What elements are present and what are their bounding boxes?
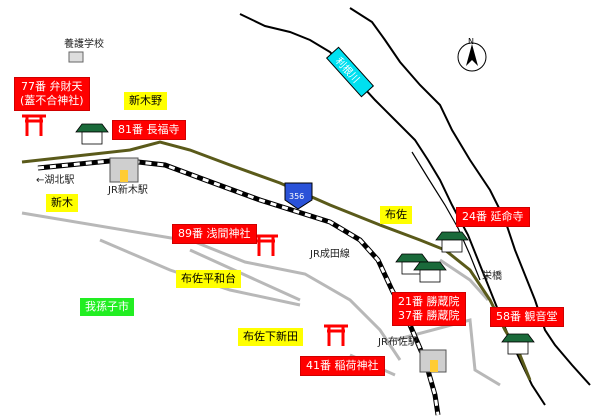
label-abiko-city: 我孫子市 [80, 298, 134, 316]
label-21-37-shozoin: 21番 勝蔵院 37番 勝蔵院 [392, 292, 466, 326]
label-jr-narita-line: JR成田線 [310, 249, 350, 260]
label-jr-araki-station: JR新木駅 [108, 185, 148, 196]
temple-icon-shozoin-1 [395, 253, 429, 275]
route-356-shield [284, 182, 313, 210]
temple-icon-enmeiji [435, 231, 469, 253]
label-fusaheiwadai: 布佐平和台 [176, 270, 241, 288]
river-name-badge: 利根川 [325, 46, 375, 98]
label-58-kannondo: 58番 観音堂 [490, 307, 564, 327]
torii-icon-benzaiten [22, 114, 46, 136]
label-araki: 新木 [46, 194, 78, 212]
label-shinkino: 新木野 [124, 92, 167, 110]
label-sakaebashi: 栄橋 [482, 271, 502, 282]
label-fusashimoshinden: 布佐下新田 [238, 328, 303, 346]
temple-icon-shozoin-2 [413, 261, 447, 283]
label-81-chofukuji: 81番 長福寺 [112, 120, 186, 140]
label-school: 養護学校 [64, 39, 104, 50]
label-jr-fusa-station: JR布佐駅 [378, 337, 418, 348]
torii-icon-sengen [254, 234, 278, 256]
school-icon [68, 51, 84, 63]
torii-icon-inari [324, 324, 348, 346]
label-fusa: 布佐 [380, 206, 412, 224]
compass-n-label: N [468, 37, 474, 46]
label-24-enmeiji: 24番 延命寺 [456, 207, 530, 227]
label-89-sengen: 89番 浅間神社 [172, 224, 257, 244]
compass-needle [466, 44, 478, 66]
river-east-bank [349, 7, 591, 386]
river-inner-bank [411, 151, 481, 281]
jr-fusa-station-icon [419, 349, 447, 373]
temple-icon-chofukuji [75, 123, 109, 145]
label-kohoku-station: ←湖北駅 [36, 175, 75, 186]
jr-araki-station-icon [109, 157, 139, 183]
route-356-number: 356 [289, 192, 304, 201]
jr-narita-line-ticks [37, 158, 440, 416]
label-41-inari: 41番 稲荷神社 [300, 356, 385, 376]
label-77-benzaiten: 77番 弁財天 (蓋不合神社) [14, 77, 90, 111]
temple-icon-kannondo [501, 333, 535, 355]
